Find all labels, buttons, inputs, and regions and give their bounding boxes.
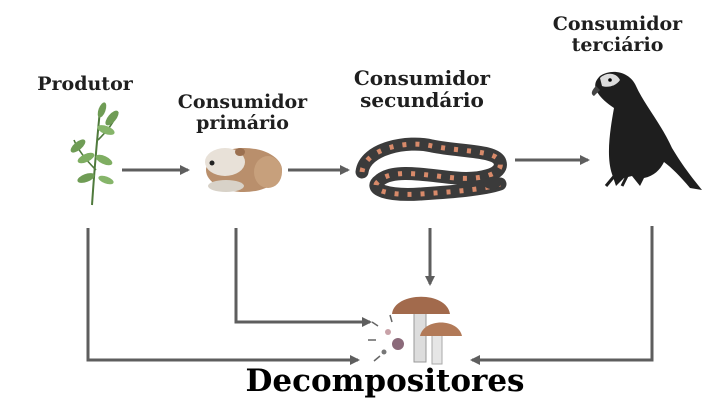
bird-of-prey-icon (591, 71, 702, 190)
label-consumidor-secundario: Consumidor secundário (353, 66, 491, 112)
snake-icon (355, 137, 507, 201)
label-consumidor-primario: Consumidor primário (177, 91, 308, 134)
arrows (86, 155, 654, 365)
plant-icon (70, 102, 119, 206)
label-consumidor-terciario: Consumidor terciário (552, 13, 683, 56)
mushroom-icon (368, 296, 462, 365)
label-produtor: Produtor (37, 73, 133, 95)
guinea-pig-icon (205, 148, 282, 192)
label-decompositores: Decompositores (245, 363, 525, 399)
arrow-terciario-to-decompositores (470, 226, 654, 365)
arrow-primario-to-decompositores (234, 228, 372, 327)
arrow-produtor-to-decompositores (86, 228, 360, 365)
